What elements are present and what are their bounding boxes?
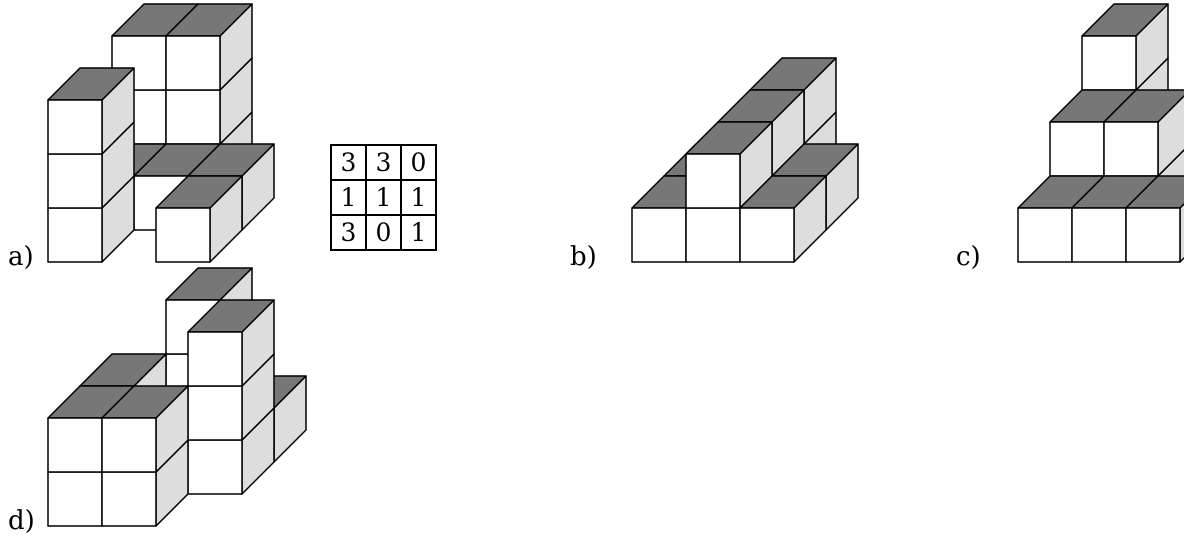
cube-front-face xyxy=(1081,35,1137,91)
grid-cell: 1 xyxy=(402,181,435,214)
grid-row: 3 3 0 xyxy=(332,146,435,179)
grid-cell: 0 xyxy=(402,146,435,179)
grid-row: 1 1 1 xyxy=(332,181,435,214)
figure-d-cubes xyxy=(47,267,307,527)
cube-front-face xyxy=(165,35,221,91)
figure-a-cubes xyxy=(47,3,275,263)
cube-front-face xyxy=(187,439,243,495)
cube-front-face xyxy=(47,207,103,263)
cube-front-face xyxy=(1071,207,1127,263)
grid-cell: 3 xyxy=(332,216,365,249)
cube-front-face xyxy=(1017,207,1073,263)
figure-b-cubes xyxy=(631,57,859,263)
label-a: a) xyxy=(8,242,34,272)
label-d: d) xyxy=(8,506,35,536)
cube-front-face xyxy=(1125,207,1181,263)
cube-front-face xyxy=(739,207,795,263)
cube-front-face xyxy=(47,153,103,209)
cube-front-face xyxy=(155,207,211,263)
grid-cell: 1 xyxy=(332,181,365,214)
cube-front-face xyxy=(631,207,687,263)
grid-cell: 3 xyxy=(332,146,365,179)
label-c: c) xyxy=(956,242,981,272)
figure-c-cubes xyxy=(1017,3,1184,263)
grid-row: 3 0 1 xyxy=(332,216,435,249)
grid-cell: 0 xyxy=(367,216,400,249)
cube-front-face xyxy=(165,89,221,145)
label-b: b) xyxy=(570,242,597,272)
grid-cell: 1 xyxy=(402,216,435,249)
cube-front-face xyxy=(685,207,741,263)
cube-front-face xyxy=(47,471,103,527)
grid-cell: 1 xyxy=(367,181,400,214)
grid-cell: 3 xyxy=(367,146,400,179)
cube-front-face xyxy=(47,417,103,473)
height-map-grid: 3 3 0 1 1 1 3 0 1 xyxy=(330,144,437,251)
cube-front-face xyxy=(187,385,243,441)
cube-front-face xyxy=(685,153,741,209)
cube-front-face xyxy=(101,471,157,527)
cube-front-face xyxy=(1049,121,1105,177)
cube-front-face xyxy=(187,331,243,387)
cube-front-face xyxy=(1103,121,1159,177)
cube-front-face xyxy=(47,99,103,155)
cube-front-face xyxy=(101,417,157,473)
